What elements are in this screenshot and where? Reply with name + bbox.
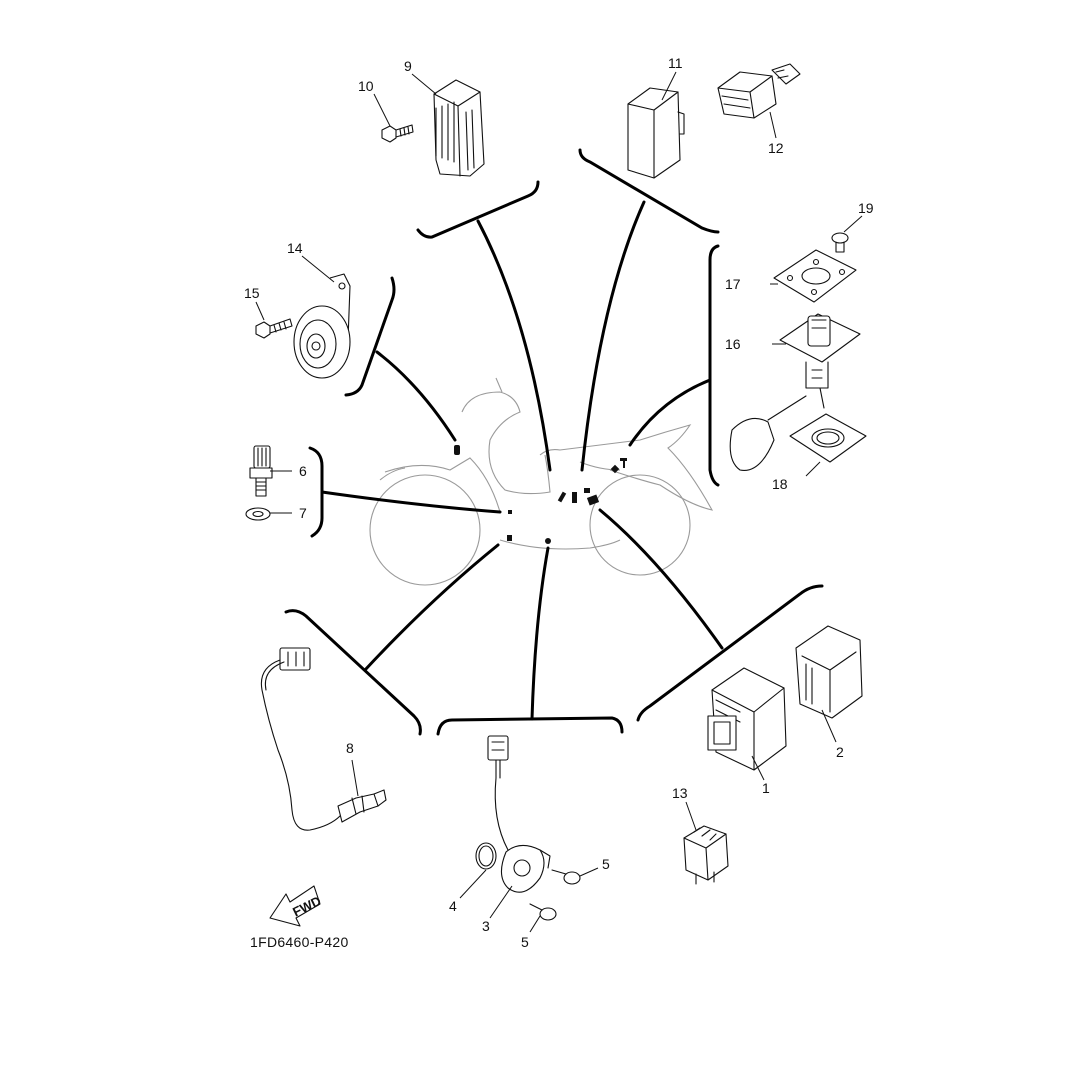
packing-18-drawing (789, 413, 867, 463)
callout-6: 6 (299, 463, 307, 479)
callout-3: 3 (482, 918, 490, 934)
callout-numbers: 1 2 3 4 5 5 6 7 8 9 10 11 12 13 14 15 16… (244, 55, 874, 950)
relay-13-drawing (683, 825, 729, 885)
callout-4: 4 (449, 898, 457, 914)
screw-5b-drawing (529, 903, 557, 921)
callout-1: 1 (762, 780, 770, 796)
sensor-6-drawing (249, 445, 273, 497)
callout-15: 15 (244, 285, 260, 301)
washer-7-drawing (245, 507, 271, 521)
callout-13: 13 (672, 785, 688, 801)
cover-2-drawing (795, 625, 863, 719)
fwd-label: FWD (290, 893, 323, 919)
callout-14: 14 (287, 240, 303, 256)
callout-leaders (255, 71, 863, 933)
callout-18: 18 (772, 476, 788, 492)
screw-5a-drawing (551, 869, 581, 885)
rectifier-regulator-drawing (433, 79, 485, 177)
callout-12: 12 (768, 140, 784, 156)
sensor-3-drawing (487, 735, 551, 893)
callout-16: 16 (725, 336, 741, 352)
callout-8: 8 (346, 740, 354, 756)
callout-5a: 5 (602, 856, 610, 872)
callout-5b: 5 (521, 934, 529, 950)
relay-12-drawing (717, 63, 801, 119)
horn-drawing (293, 273, 351, 379)
callout-10: 10 (358, 78, 374, 94)
o-ring-4-drawing (475, 842, 497, 870)
callout-11: 11 (668, 55, 683, 71)
group-brackets (284, 148, 824, 736)
callout-2: 2 (836, 744, 844, 760)
callout-7: 7 (299, 505, 307, 521)
unit-11-drawing (627, 87, 685, 179)
ecu-1-drawing (707, 667, 787, 771)
fuel-sender-16-drawing (729, 313, 861, 471)
bolt-10-drawing (381, 124, 414, 143)
diagram-code: 1FD6460-P420 (250, 934, 349, 950)
callout-9: 9 (404, 58, 412, 74)
forward-arrow-icon: FWD (269, 885, 323, 927)
bolt-15-drawing (255, 318, 293, 339)
callout-19: 19 (858, 200, 874, 216)
motorcycle-silhouette (369, 377, 714, 586)
callout-17: 17 (725, 276, 741, 292)
bolt-19-drawing (831, 232, 849, 253)
location-markers (454, 445, 627, 544)
oxygen-sensor-8-drawing (260, 647, 387, 831)
gasket-17-drawing (773, 249, 857, 303)
